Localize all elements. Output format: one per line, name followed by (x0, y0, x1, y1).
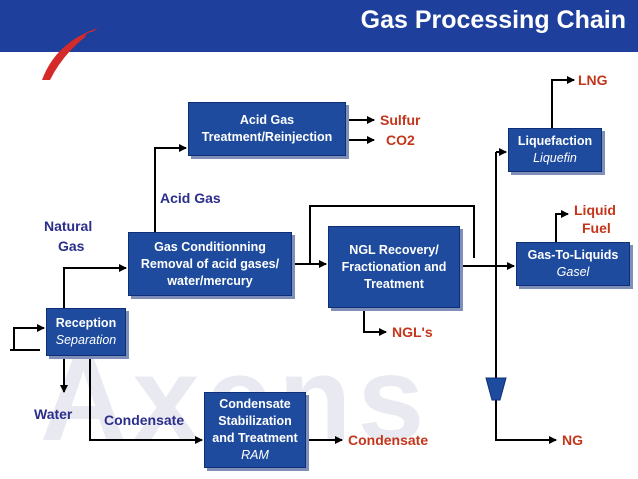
valve-icon (485, 377, 507, 401)
liquid-fuel-label-line1: Liquid (574, 202, 616, 218)
lng-line (551, 76, 575, 128)
condensate-stabilization-sublabel: RAM (241, 448, 269, 462)
acid-gas-treatment-line2: Treatment/Reinjection (201, 130, 333, 144)
ng-label: NG (562, 432, 583, 448)
ngl-recovery-line2: Fractionation and (341, 259, 447, 274)
reception-sublabel: Separation (55, 333, 117, 347)
ngl-bypass-line (309, 205, 475, 264)
reception-box: Reception Separation (46, 308, 126, 356)
ngl-recovery-line3: Treatment (364, 276, 424, 291)
reception-to-conditioning (63, 264, 127, 308)
header-bar: Gas Processing Chain (0, 0, 638, 52)
water-label: Water (34, 406, 73, 422)
ng-line (495, 400, 557, 444)
ngl-recovery-line1: NGL Recovery/ (349, 242, 439, 257)
natural-gas-label-line1: Natural (44, 218, 93, 234)
axens-logo-icon (42, 28, 98, 80)
liquefaction-label: Liquefaction (517, 134, 593, 148)
liquid-fuel-line (555, 210, 569, 242)
condensate-stream-label: Condensate (104, 412, 185, 428)
condensate-line (89, 356, 203, 444)
condensate-stabilization-box: Condensate Stabilization and Treatment R… (204, 392, 306, 468)
gas-conditioning-line2: Removal of acid gases/ (140, 256, 280, 271)
condensate-stabilization-line1: Condensate (219, 397, 291, 411)
gas-conditioning-line1: Gas Conditionning (154, 239, 266, 254)
liquid-fuel-label-line2: Fuel (582, 220, 611, 236)
acid-gas-treatment-line1: Acid Gas (239, 113, 295, 127)
gas-conditioning-line3: water/mercury (167, 273, 253, 288)
sulfur-label: Sulfur (380, 112, 421, 128)
gas-to-liquids-box: Gas-To-Liquids Gasel (516, 242, 630, 286)
ngls-line (363, 308, 387, 336)
page-title: Gas Processing Chain (360, 6, 626, 34)
liquefaction-box: Liquefaction Liquefin (508, 128, 602, 172)
gas-to-liquids-sublabel: Gasel (556, 265, 590, 279)
acid-gas-label: Acid Gas (160, 190, 221, 206)
inlet-line (13, 324, 45, 350)
ngl-recovery-box: NGL Recovery/ Fractionation and Treatmen… (328, 226, 460, 308)
lng-label: LNG (578, 72, 608, 88)
condensate-stabilization-line3: and Treatment (212, 431, 298, 445)
acid-gas-treatment-box: Acid Gas Treatment/Reinjection (188, 102, 346, 156)
liquefaction-sublabel: Liquefin (533, 151, 577, 165)
gas-to-liquids-label: Gas-To-Liquids (527, 248, 619, 262)
condensate-stabilization-line2: Stabilization (218, 414, 292, 428)
ngls-label: NGL's (392, 324, 433, 340)
reception-label: Reception (55, 316, 117, 330)
gas-conditioning-box: Gas Conditionning Removal of acid gases/… (128, 232, 292, 296)
condensate-product-label: Condensate (348, 432, 429, 448)
natural-gas-label-line2: Gas (58, 238, 85, 254)
co2-label: CO2 (386, 132, 415, 148)
acid-gas-line (154, 144, 187, 232)
